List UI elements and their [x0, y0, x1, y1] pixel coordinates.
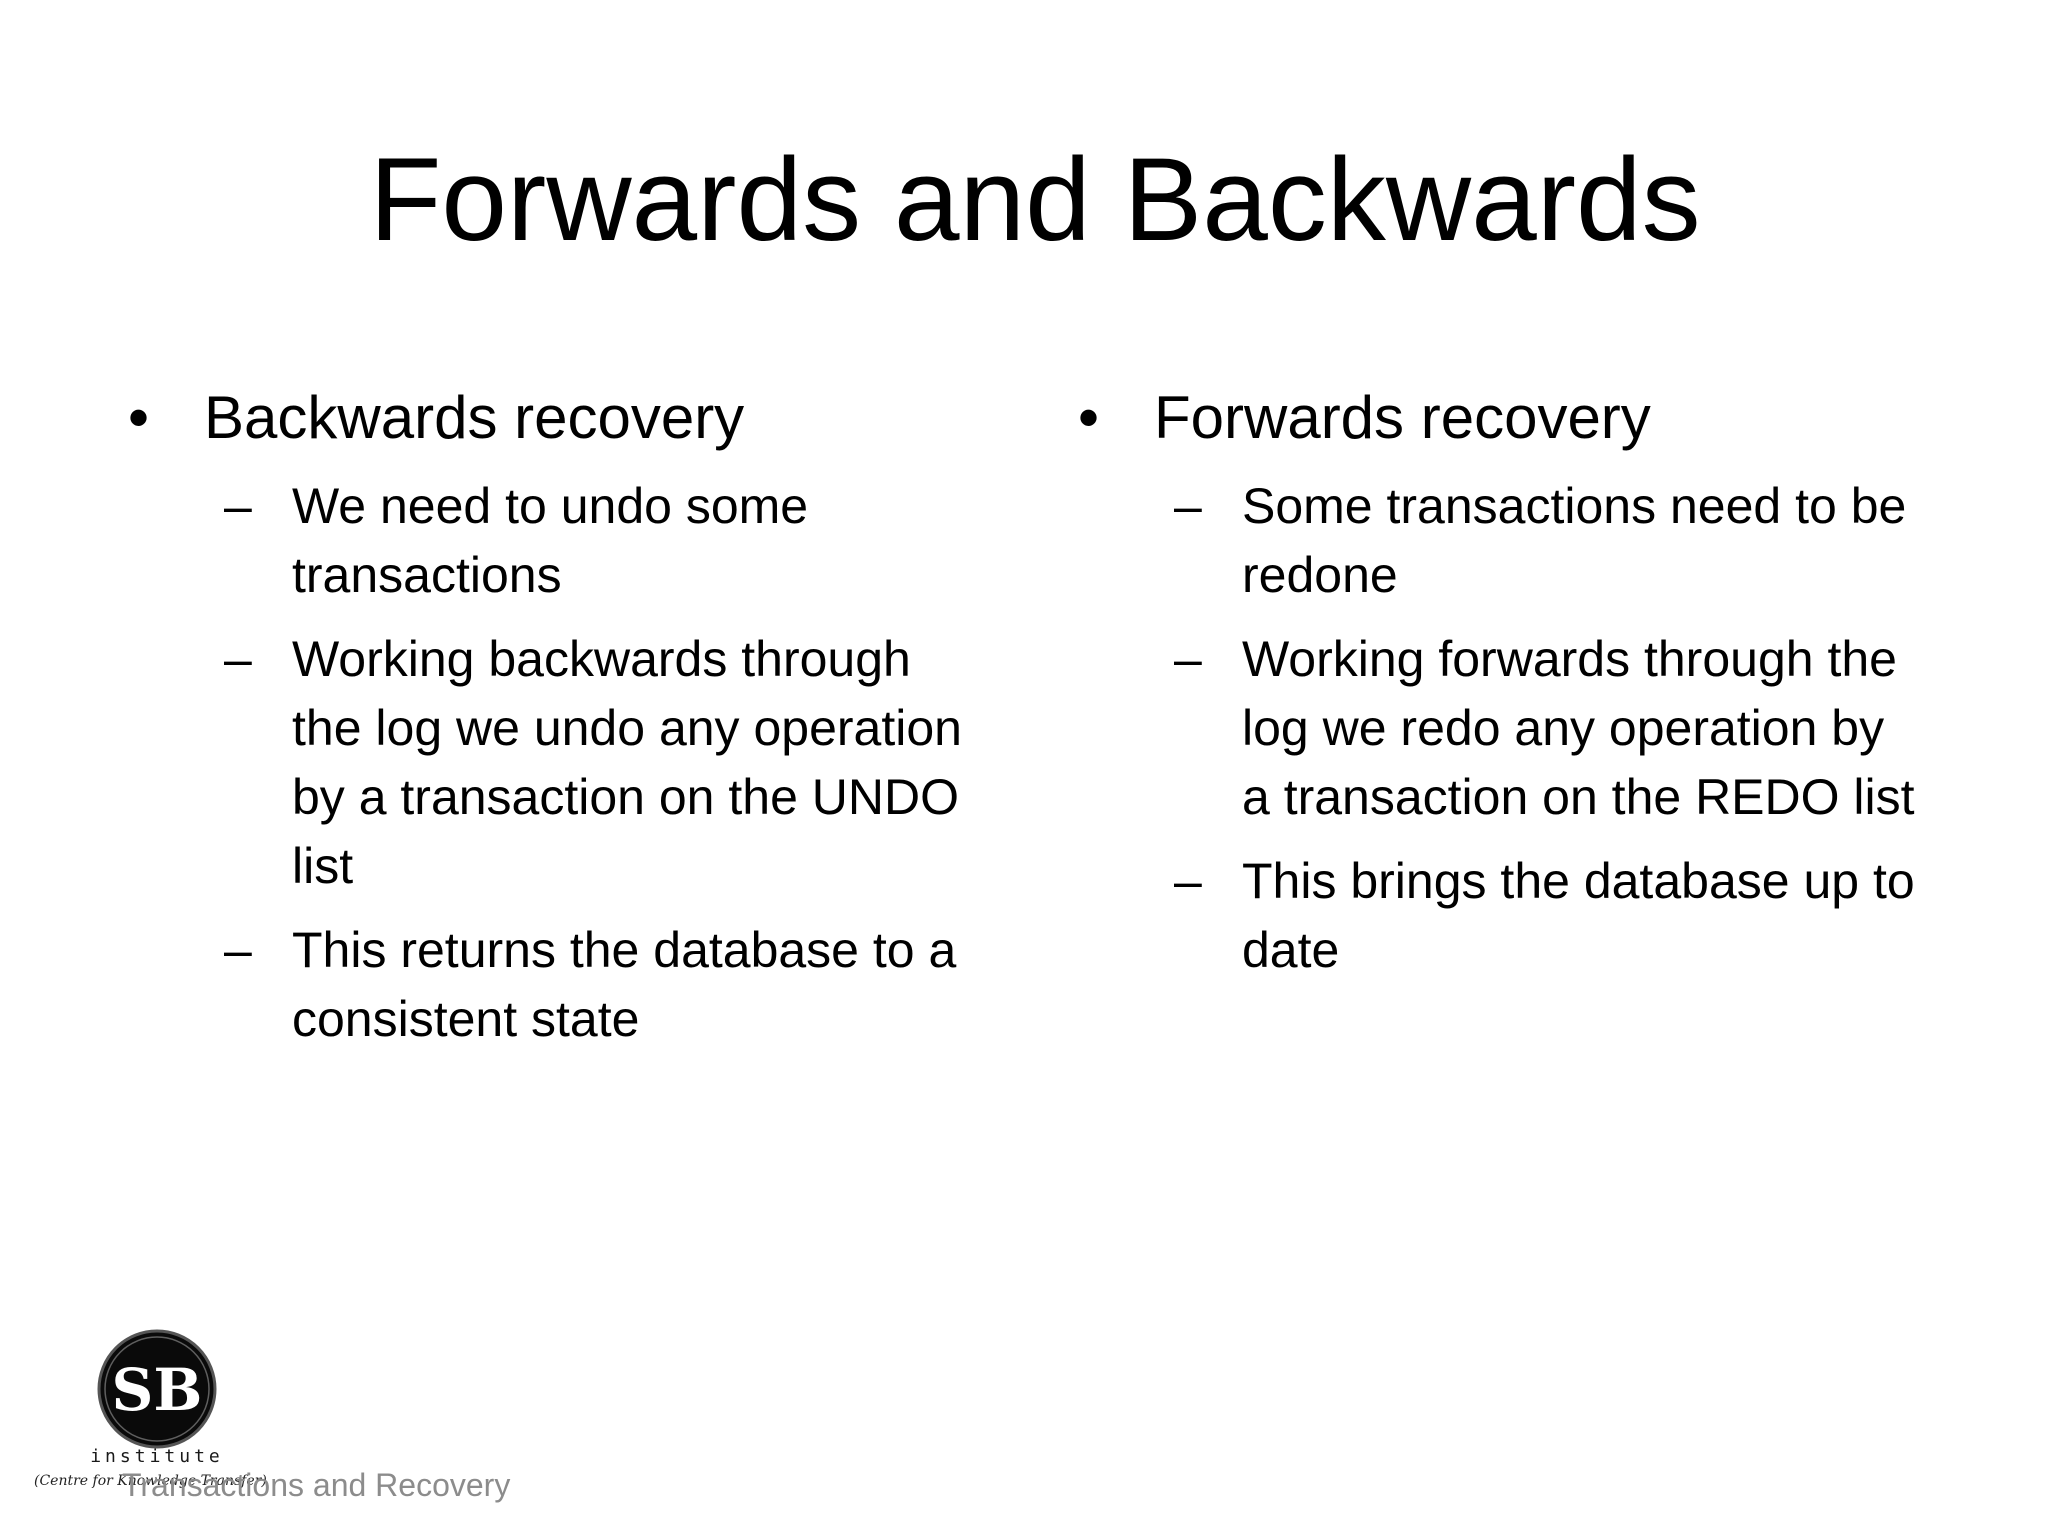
bullet-dot: •: [1078, 384, 1100, 451]
logo-tagline: (Centre for Knowledge Transfer): [34, 1473, 267, 1489]
bullet-forwards-recovery: • Forwards recovery: [1078, 378, 1918, 458]
logo-word: institute: [90, 1446, 224, 1467]
dash-marker: –: [1174, 478, 1202, 534]
logo-monogram: SB: [112, 1356, 203, 1424]
slide-footer: Transactions and Recovery: [122, 1467, 511, 1503]
sub-bullet-text: This brings the database up to date: [1242, 853, 1915, 978]
sub-bullet: – This returns the database to a consist…: [128, 916, 968, 1054]
dash-marker: –: [224, 478, 252, 534]
sub-bullet-text: This returns the database to a consisten…: [292, 922, 957, 1047]
slide-title: Forwards and Backwards: [369, 134, 1701, 266]
dash-marker: –: [1174, 853, 1202, 909]
bullet-heading: Forwards recovery: [1154, 384, 1651, 451]
right-column: • Forwards recovery – Some transactions …: [1078, 378, 1918, 1000]
dash-marker: –: [224, 922, 252, 978]
bullet-heading: Backwards recovery: [204, 384, 745, 451]
dash-marker: –: [1174, 631, 1202, 687]
bullet-backwards-recovery: • Backwards recovery: [128, 378, 968, 458]
sb-monogram-icon: SB: [97, 1329, 217, 1449]
sub-bullet-text: Some transactions need to be redone: [1242, 478, 1907, 603]
sub-bullet-text: We need to undo some transactions: [292, 478, 809, 603]
sub-bullet: – Working forwards through the log we re…: [1078, 625, 1918, 832]
sub-bullet: – We need to undo some transactions: [128, 472, 968, 610]
bullet-dot: •: [128, 384, 150, 451]
sb-institute-logo: SB institute (Centre for Knowledge Trans…: [32, 1328, 272, 1489]
sub-bullet: – Some transactions need to be redone: [1078, 472, 1918, 610]
sub-bullet: – This brings the database up to date: [1078, 847, 1918, 985]
sub-bullet: – Working backwards through the log we u…: [128, 625, 968, 901]
left-column: • Backwards recovery – We need to undo s…: [128, 378, 968, 1069]
sub-bullet-text: Working forwards through the log we redo…: [1242, 631, 1915, 825]
sub-bullet-text: Working backwards through the log we und…: [292, 631, 962, 894]
dash-marker: –: [224, 631, 252, 687]
